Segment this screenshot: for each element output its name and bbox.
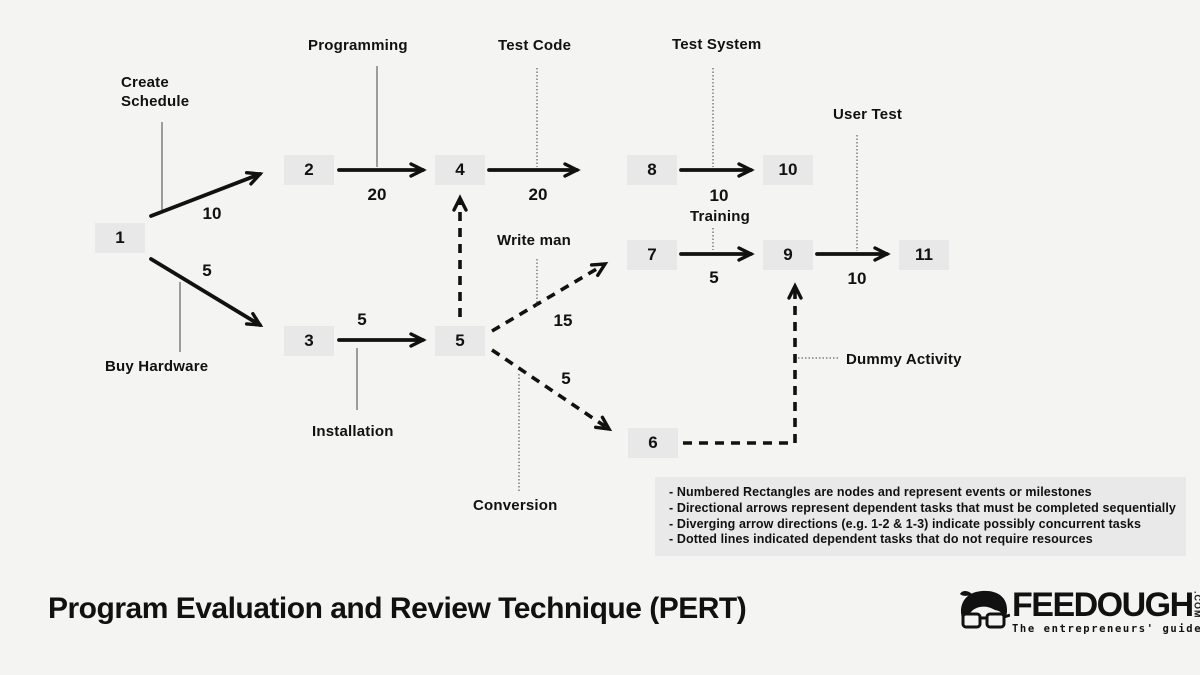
logo-tagline: The entrepreneurs' guide [1012, 623, 1200, 635]
activity-label-test-system: Test System [672, 36, 762, 53]
logo-brand-text: FEEDOUGH [1012, 586, 1194, 624]
weight-5-6: 5 [561, 369, 571, 388]
node-2: 2 [284, 155, 334, 185]
node-7: 7 [627, 240, 677, 270]
node-1: 1 [95, 223, 145, 253]
arrow-1-2 [149, 171, 264, 218]
activity-label-programming: Programming [308, 37, 408, 54]
activity-label-write-man: Write man [497, 232, 572, 249]
page-title: Program Evaluation and Review Technique … [48, 592, 747, 625]
activity-label-training: Training [690, 208, 750, 225]
weight-1-3: 5 [202, 261, 212, 280]
node-10: 10 [763, 155, 813, 185]
logo-face-icon [960, 590, 1010, 629]
activity-label-user-test: User Test [833, 106, 903, 123]
activity-label-dummy-activity: Dummy Activity [846, 351, 962, 368]
feedough-logo: FEEDOUGH .COM The entrepreneurs' guide [958, 588, 1200, 635]
dashed-arrow-5-6 [490, 348, 613, 432]
dashed-arrow-5-7 [491, 262, 609, 333]
weight-1-2: 10 [202, 204, 222, 223]
node-4: 4 [435, 155, 485, 185]
legend-line: - Numbered Rectangles are nodes and repr… [669, 485, 1092, 499]
node-8: 8 [627, 155, 677, 185]
legend-line: - Directional arrows represent dependent… [669, 500, 1176, 515]
arrow-1-3 [149, 257, 264, 327]
activity-label-installation: Installation [312, 423, 394, 440]
node-6: 6 [628, 428, 678, 458]
activity-label-buy-hardware: Buy Hardware [105, 358, 209, 375]
weight-9-11: 10 [847, 269, 867, 288]
activity-label-create-schedule: Create Schedule [121, 74, 190, 110]
weight-4-8: 20 [528, 185, 548, 204]
activity-label-test-code: Test Code [498, 37, 572, 54]
node-9: 9 [763, 240, 813, 270]
activity-label-conversion: Conversion [473, 497, 558, 514]
legend: - Numbered Rectangles are nodes and repr… [655, 477, 1186, 556]
weight-3-5: 5 [357, 310, 367, 329]
weight-5-7: 15 [553, 311, 573, 330]
weight-2-4: 20 [367, 185, 387, 204]
node-3: 3 [284, 326, 334, 356]
weight-8-10: 10 [709, 186, 729, 205]
node-5: 5 [435, 326, 485, 356]
dashed-arrow-6-9 [683, 282, 803, 445]
legend-line: - Diverging arrow directions (e.g. 1-2 &… [669, 516, 1142, 531]
node-11: 11 [899, 240, 949, 270]
legend-line: - Dotted lines indicated dependent tasks… [669, 532, 1093, 547]
logo-tld-text: .COM [1192, 591, 1200, 619]
weight-7-9: 5 [709, 268, 719, 287]
